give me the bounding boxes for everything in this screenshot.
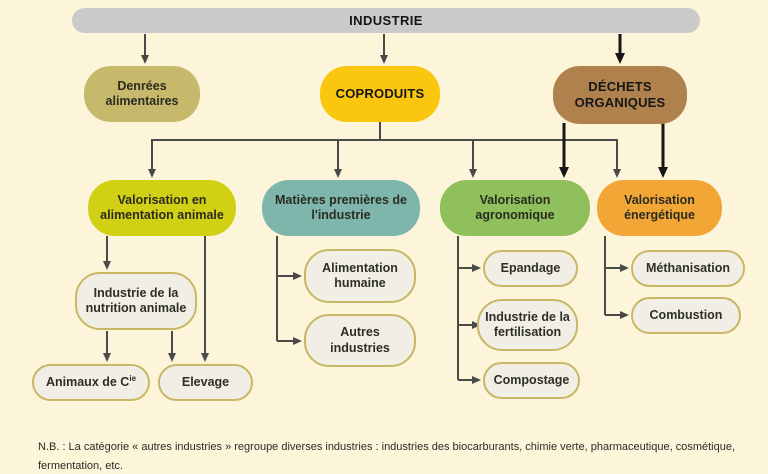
- node-coproduits: COPRODUITS: [320, 66, 440, 122]
- node-dechets-organiques-label: DÉCHETS ORGANIQUES: [574, 79, 666, 110]
- node-elevage: Elevage: [158, 364, 253, 401]
- node-valorisation-alimentation-animale-label: Valorisation en alimentation animale: [100, 192, 224, 222]
- node-methanisation: Méthanisation: [631, 250, 745, 287]
- node-animaux-de-cie: Animaux de Cie: [32, 364, 150, 401]
- node-autres-industries: Autres industries: [304, 314, 416, 367]
- node-matieres-premieres: Matières premières de l'industrie: [262, 180, 420, 236]
- node-methanisation-label: Méthanisation: [645, 260, 731, 275]
- node-industrie-label: INDUSTRIE: [349, 12, 423, 28]
- node-industrie-fertilisation: Industrie de la fertilisation: [477, 299, 578, 351]
- node-industrie-fertilisation-label: Industrie de la fertilisation: [485, 309, 570, 339]
- node-combustion-label: Combustion: [649, 307, 723, 322]
- node-valorisation-energetique: Valorisation énergétique: [597, 180, 722, 236]
- footnote: N.B. : La catégorie « autres industries …: [38, 441, 736, 472]
- node-dechets-organiques: DÉCHETS ORGANIQUES: [553, 66, 687, 124]
- node-valorisation-agronomique: Valorisation agronomique: [440, 180, 590, 236]
- node-alimentation-humaine: Alimentation humaine: [304, 249, 416, 303]
- node-coproduits-label: COPRODUITS: [335, 86, 425, 102]
- node-epandage: Epandage: [483, 250, 578, 287]
- node-valorisation-energetique-label: Valorisation énergétique: [624, 192, 695, 222]
- node-epandage-label: Epandage: [500, 260, 561, 275]
- node-animaux-de-cie-label: Animaux de Cie: [45, 373, 137, 389]
- node-valorisation-alimentation-animale: Valorisation en alimentation animale: [88, 180, 236, 236]
- node-denrees-alimentaires-label: Denrées alimentaires: [105, 78, 179, 108]
- node-compostage-label: Compostage: [493, 372, 570, 387]
- node-matieres-premieres-label: Matières premières de l'industrie: [274, 192, 407, 222]
- node-denrees-alimentaires: Denrées alimentaires: [84, 66, 200, 122]
- node-combustion: Combustion: [631, 297, 741, 334]
- node-alimentation-humaine-label: Alimentation humaine: [322, 260, 398, 290]
- node-autres-industries-label: Autres industries: [330, 325, 390, 355]
- node-industrie-nutrition-animale-label: Industrie de la nutrition animale: [85, 285, 187, 315]
- node-valorisation-agronomique-label: Valorisation agronomique: [475, 192, 555, 222]
- node-elevage-label: Elevage: [181, 374, 230, 389]
- node-industrie: INDUSTRIE: [72, 8, 700, 33]
- node-industrie-nutrition-animale: Industrie de la nutrition animale: [75, 272, 197, 330]
- node-compostage: Compostage: [483, 362, 580, 399]
